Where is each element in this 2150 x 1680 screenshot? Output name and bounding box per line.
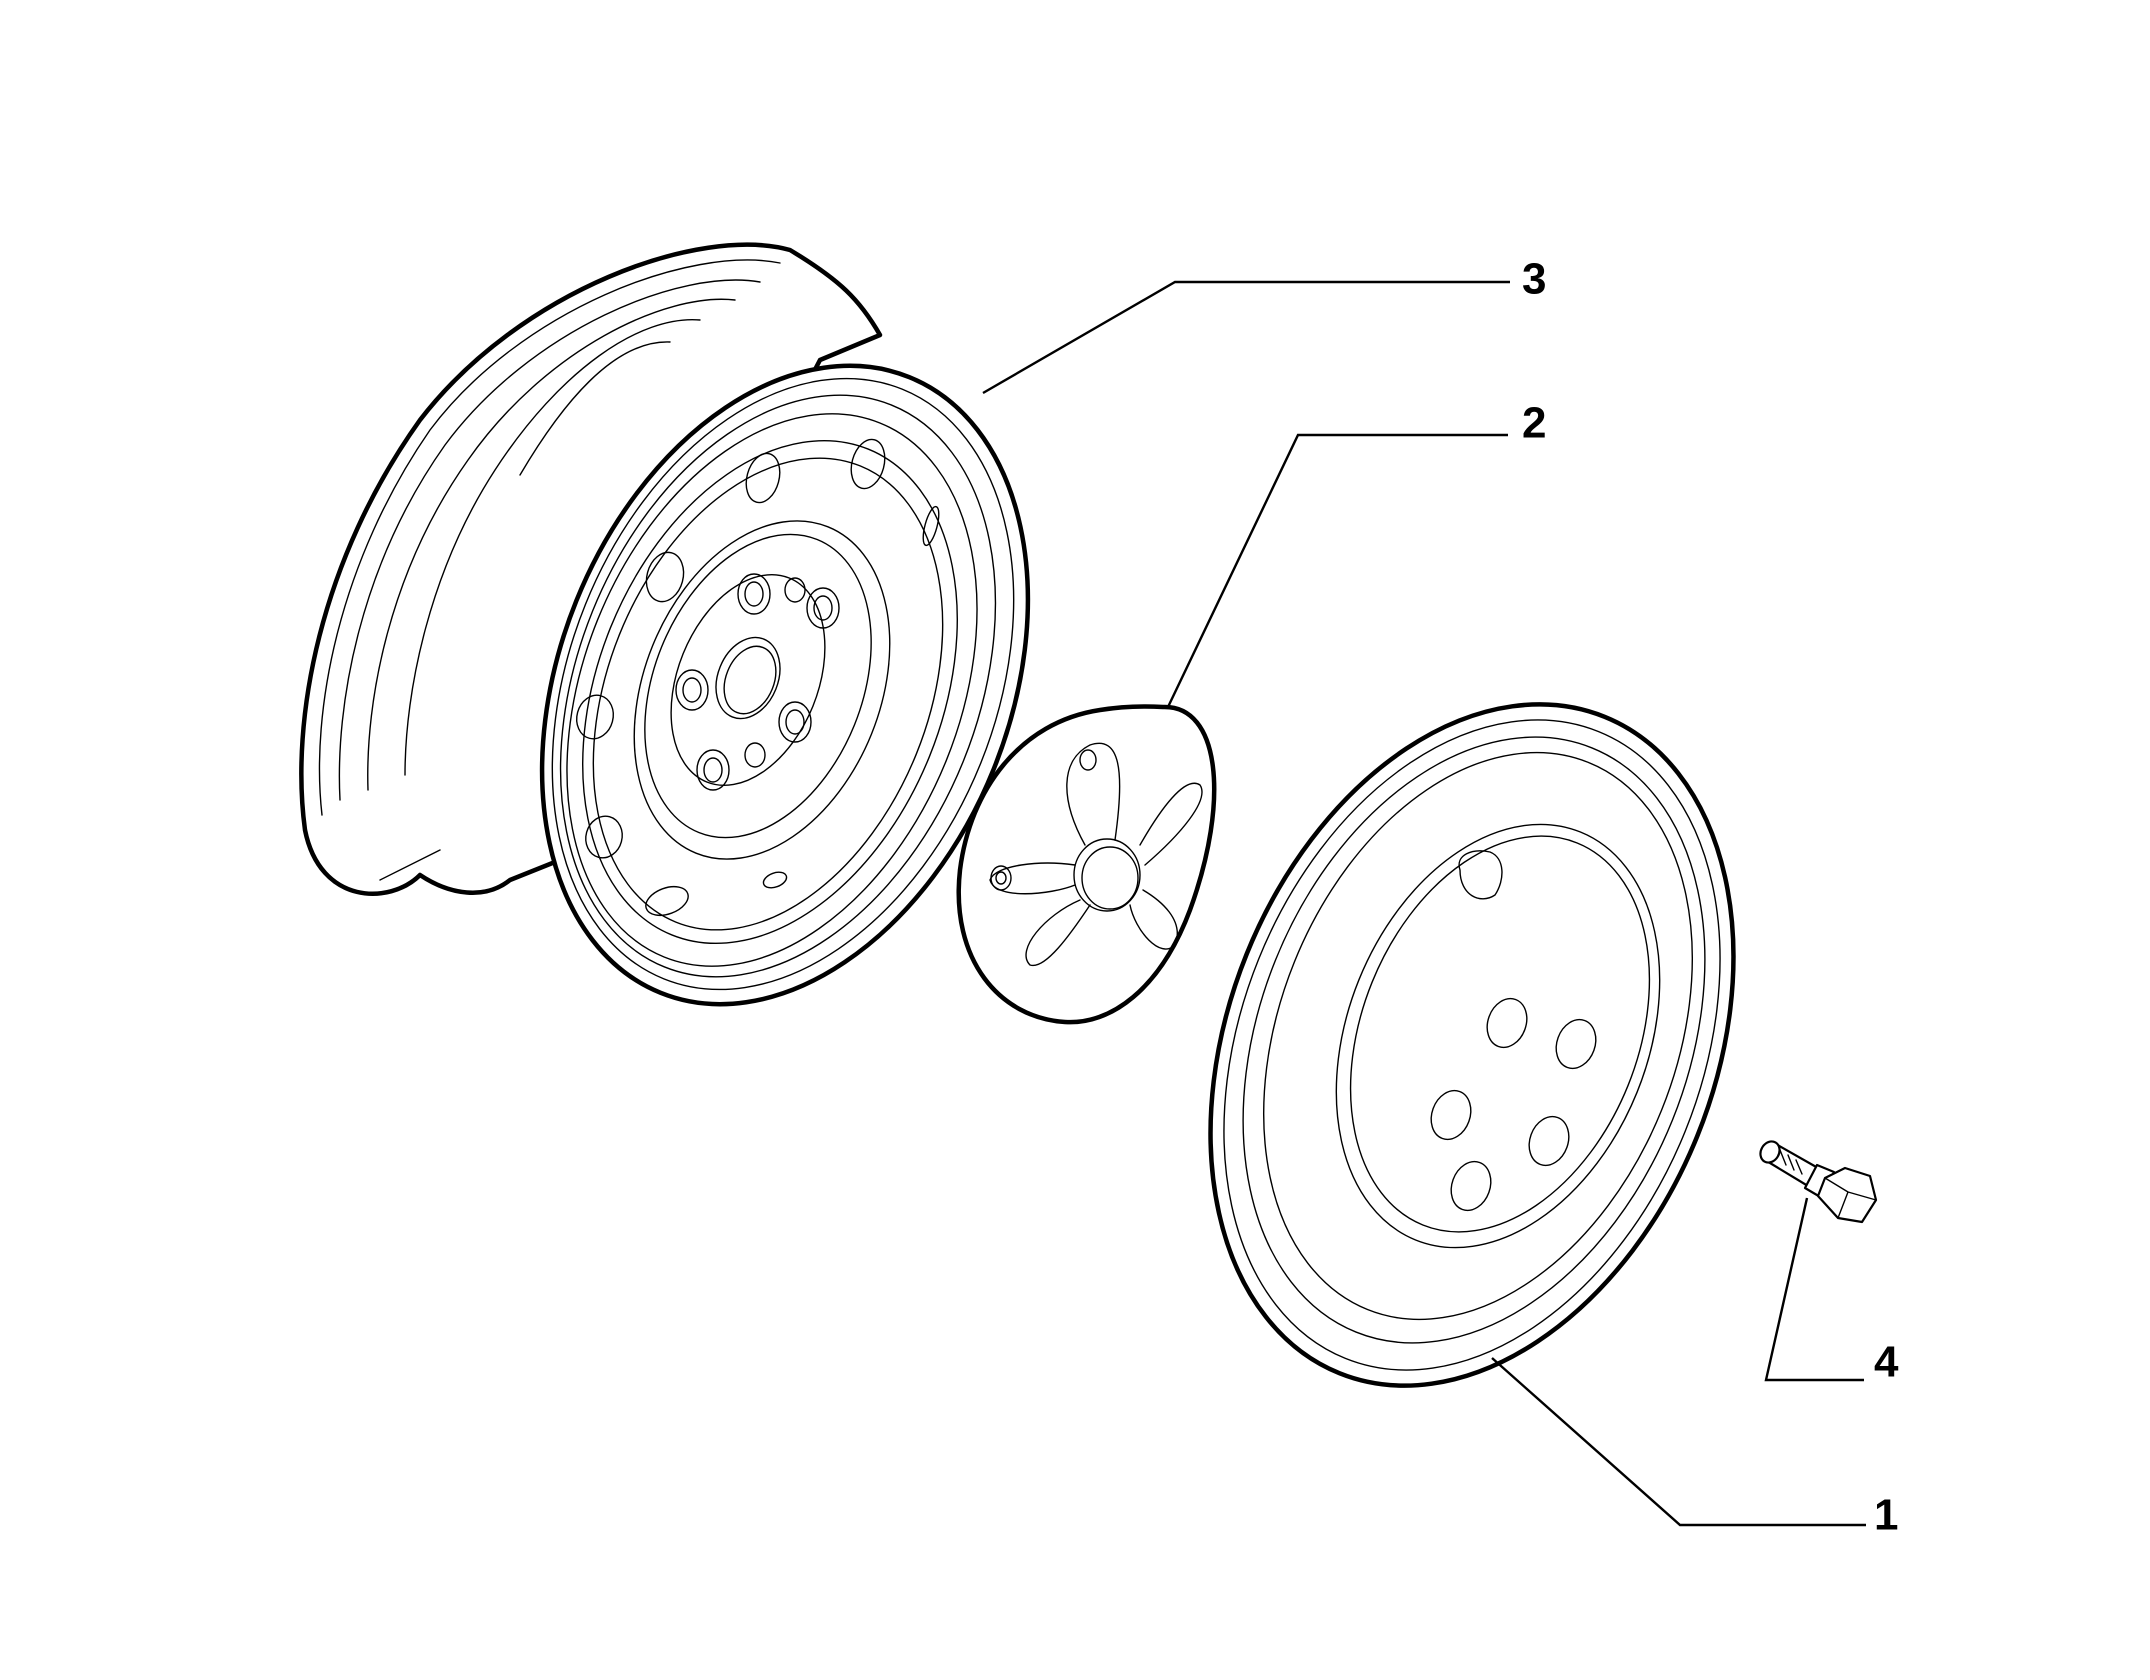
- callout-label-4: 4: [1874, 1338, 1899, 1387]
- leader-line-4: [1764, 1197, 1864, 1382]
- leader-line-1: [1491, 1357, 1866, 1527]
- callout-label-1: 1: [1874, 1491, 1898, 1540]
- wheel-rim[interactable]: [299, 242, 1118, 1077]
- callout-2: 2: [1166, 399, 1546, 708]
- callout-4: 4: [1764, 1197, 1899, 1387]
- leader-line-3: [982, 280, 1510, 395]
- center-cap[interactable]: [956, 704, 1217, 1025]
- leader-line-2: [1166, 433, 1508, 708]
- callout-label-3: 3: [1522, 255, 1546, 304]
- hubcap[interactable]: [1114, 626, 1830, 1465]
- ventilation-holes: [576, 438, 940, 917]
- wheel-bolt[interactable]: [1757, 1138, 1878, 1224]
- callout-3: 3: [982, 255, 1546, 395]
- callout-1: 1: [1491, 1357, 1898, 1540]
- hubcap-holes: [1430, 997, 1597, 1212]
- callout-label-2: 2: [1522, 399, 1546, 448]
- lug-holes: [675, 573, 840, 791]
